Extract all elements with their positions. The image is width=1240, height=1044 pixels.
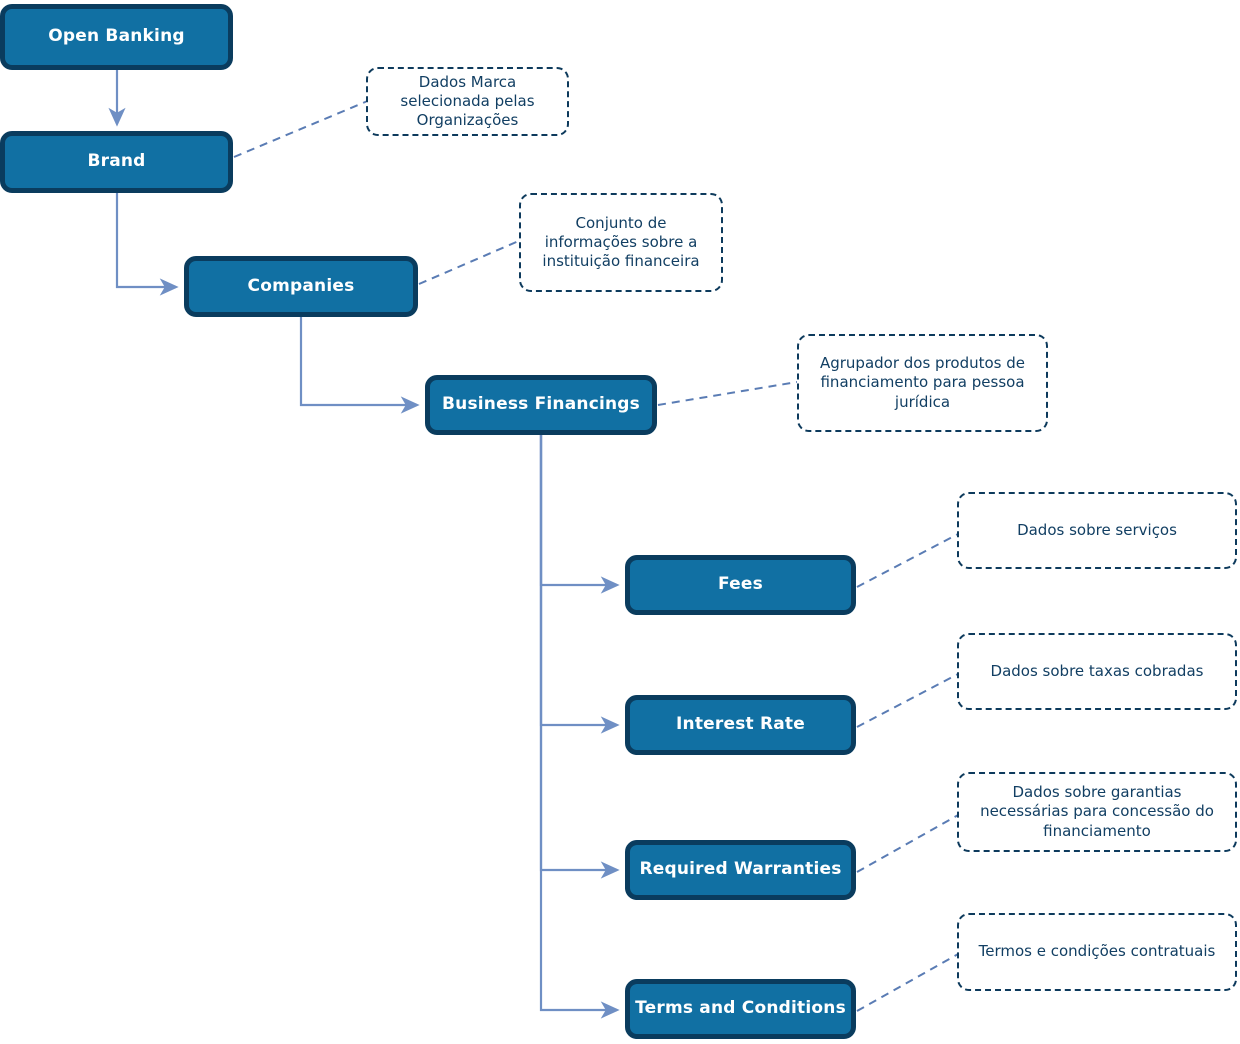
note-label-interest-rate: Dados sobre taxas cobradas — [990, 661, 1204, 680]
note-label-companies: Conjunto de informações sobre a institui… — [542, 213, 700, 271]
note-label-required-warranties: Dados sobre garantias necessárias para c… — [980, 783, 1214, 840]
node-open-banking[interactable]: Open Banking — [0, 4, 233, 70]
edge-terms-and-conditions-to-note — [856, 952, 961, 1012]
edge-bf-to-required-warranties — [539, 435, 620, 879]
edge-fees-to-note — [856, 532, 961, 588]
node-label-open-banking: Open Banking — [48, 26, 185, 47]
note-label-brand: Dados Marca selecionada pelas Organizaçõ… — [400, 72, 535, 130]
edge-interest-rate-to-note — [856, 672, 961, 728]
edge-brand-to-companies — [115, 192, 179, 296]
edge-companies-to-note — [418, 239, 522, 285]
note-terms-and-conditions: Termos e condições contratuais — [957, 913, 1237, 991]
edge-required-warranties-to-note — [856, 813, 961, 873]
note-brand: Dados Marca selecionada pelas Organizaçõ… — [366, 67, 569, 136]
note-interest-rate: Dados sobre taxas cobradas — [957, 633, 1237, 710]
node-companies[interactable]: Companies — [184, 256, 418, 317]
node-label-brand: Brand — [87, 151, 146, 172]
edge-companies-to-business-financings — [299, 317, 420, 414]
edge-brand-to-note — [233, 99, 371, 158]
note-label-business-financings: Agrupador dos produtos de financiamento … — [819, 354, 1026, 411]
node-label-companies: Companies — [247, 275, 355, 296]
note-label-fees: Dados sobre serviços — [1017, 520, 1177, 539]
node-fees[interactable]: Fees — [625, 555, 856, 615]
note-companies: Conjunto de informações sobre a institui… — [519, 193, 723, 292]
node-brand[interactable]: Brand — [0, 131, 233, 193]
node-business-financings[interactable]: Business Financings — [425, 375, 657, 435]
node-interest-rate[interactable]: Interest Rate — [625, 695, 856, 755]
node-label-interest-rate: Interest Rate — [676, 714, 805, 735]
node-label-fees: Fees — [718, 574, 763, 595]
edge-bf-to-terms-and-conditions — [539, 435, 620, 1019]
edge-business-financings-to-note — [657, 381, 798, 406]
node-required-warranties[interactable]: Required Warranties — [625, 840, 856, 900]
node-label-business-financings: Business Financings — [441, 394, 640, 415]
edge-bf-to-interest-rate — [539, 435, 620, 734]
note-fees: Dados sobre serviços — [957, 492, 1237, 569]
note-business-financings: Agrupador dos produtos de financiamento … — [797, 334, 1048, 432]
note-required-warranties: Dados sobre garantias necessárias para c… — [957, 772, 1237, 852]
node-terms-and-conditions[interactable]: Terms and Conditions — [625, 979, 856, 1039]
node-label-terms-and-conditions: Terms and Conditions — [635, 998, 846, 1019]
edge-bf-to-fees — [539, 435, 620, 594]
note-label-terms-and-conditions: Termos e condições contratuais — [978, 942, 1216, 961]
node-label-required-warranties: Required Warranties — [639, 859, 842, 880]
